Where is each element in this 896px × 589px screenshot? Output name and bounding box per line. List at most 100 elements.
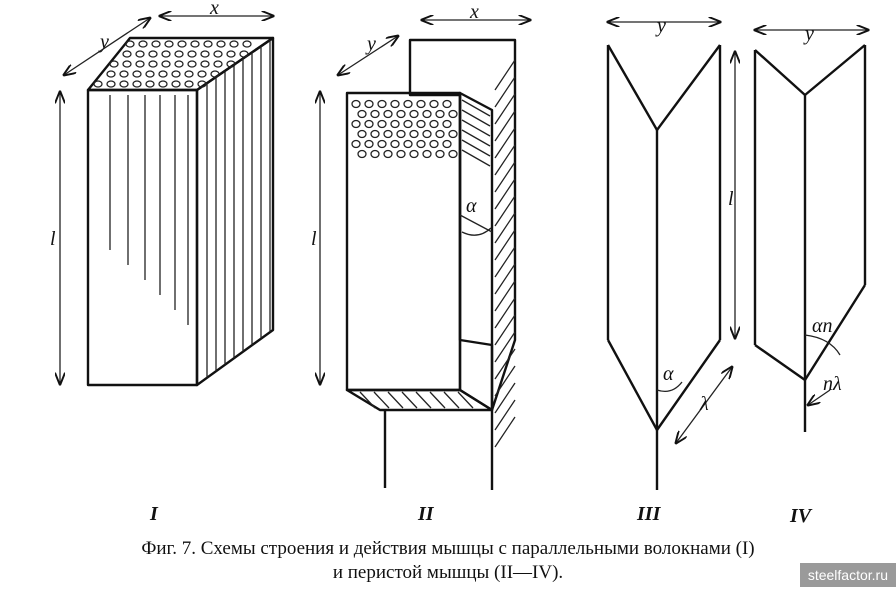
panel-label-ii: II xyxy=(417,503,435,525)
hatch-line xyxy=(494,365,516,397)
fiber-end-circle xyxy=(226,50,236,58)
fiber-end-circle xyxy=(135,50,145,58)
fiber-end-circle xyxy=(135,60,145,68)
alpha-label: α xyxy=(466,195,477,217)
hatch-line xyxy=(494,110,516,142)
fiber-end-circle xyxy=(122,50,132,58)
fiber-end-circle xyxy=(106,70,116,78)
hatch-line xyxy=(494,59,516,91)
hatch-line xyxy=(429,391,446,409)
hatch-line xyxy=(494,127,516,159)
fiber-end-circle xyxy=(210,70,220,78)
caption-line-1: Фиг. 7. Схемы строения и действия мышцы … xyxy=(141,538,755,559)
fiber-end-circle xyxy=(416,139,426,149)
y-arrow xyxy=(64,18,150,75)
hatch-line xyxy=(461,109,491,127)
fiber-end-circle xyxy=(187,50,197,58)
hatch-line xyxy=(494,331,516,363)
fiber-end-circle xyxy=(429,99,439,109)
fiber-end-circle xyxy=(164,40,174,48)
fiber-end-circle xyxy=(138,40,148,48)
fiber-end-circle xyxy=(429,119,439,129)
fiber-end-circle xyxy=(158,70,168,78)
hatch-line xyxy=(461,99,491,117)
hatch-line xyxy=(494,93,516,125)
l-label: l xyxy=(728,188,734,210)
fiber-end-circle xyxy=(396,129,406,139)
fiber-end-circle xyxy=(125,40,135,48)
hatch-line xyxy=(494,195,516,227)
hatch-line xyxy=(494,314,516,346)
fiber-end-circle xyxy=(171,80,181,88)
hatch-line xyxy=(494,212,516,244)
hatch-line xyxy=(494,161,516,193)
panel-iii-pennate-scheme: y l α λ III xyxy=(608,15,735,525)
fiber-end-circle xyxy=(403,139,413,149)
fiber-end-circle xyxy=(229,40,239,48)
hatch-line xyxy=(359,391,376,409)
fiber-end-circle xyxy=(203,40,213,48)
fiber-end-circle xyxy=(351,139,361,149)
hatch-line xyxy=(443,391,460,409)
fiber-end-circle xyxy=(242,40,252,48)
fiber-end-circle xyxy=(151,40,161,48)
panel-label-iii: III xyxy=(636,503,662,525)
hatch-line xyxy=(494,178,516,210)
fiber-end-circle xyxy=(351,119,361,129)
fiber-end-circle xyxy=(190,40,200,48)
hatch-line xyxy=(494,76,516,108)
caption-line-2: и перистой мышцы (II—IV). xyxy=(332,562,564,583)
fiber-end-circle xyxy=(216,40,226,48)
fiber-end-circle xyxy=(184,70,194,78)
hatch-line xyxy=(387,391,404,409)
hatch-line xyxy=(494,246,516,278)
fiber-end-circle xyxy=(161,60,171,68)
fiber-end-circle xyxy=(364,139,374,149)
fiber-end-circle xyxy=(396,109,406,119)
panel-label-i: I xyxy=(149,503,159,525)
alpha-n-label: αn xyxy=(812,315,833,337)
alpha-label: α xyxy=(663,363,674,385)
fiber-end-circle xyxy=(416,119,426,129)
fiber-end-circle xyxy=(383,149,393,159)
fiber-end-circle xyxy=(109,60,119,68)
watermark: steelfactor.ru xyxy=(799,563,896,587)
fiber-end-circle xyxy=(239,50,249,58)
fiber-end-circle xyxy=(409,149,419,159)
fiber-end-circle xyxy=(148,60,158,68)
panel-ii-pennate-block: x y l α II xyxy=(311,1,530,525)
fiber-end-circle xyxy=(145,70,155,78)
fiber-end-circle xyxy=(357,109,367,119)
fiber-end-circle xyxy=(377,119,387,129)
fiber-end-circle xyxy=(442,139,452,149)
panel-iv-pennate-scheme: y αn nλ IV xyxy=(755,23,868,527)
fiber-end-circle xyxy=(197,80,207,88)
y-label: y xyxy=(98,31,109,53)
fiber-end-circle xyxy=(448,109,458,119)
fiber-end-circle xyxy=(377,99,387,109)
fiber-end-circle xyxy=(409,129,419,139)
fiber-end-circle xyxy=(171,70,181,78)
fiber-end-circle xyxy=(161,50,171,58)
fiber-end-circle xyxy=(422,149,432,159)
fiber-end-circle xyxy=(226,60,236,68)
hatch-line xyxy=(461,129,491,147)
fiber-end-circle xyxy=(364,119,374,129)
fiber-end-circle xyxy=(383,109,393,119)
fiber-end-circle xyxy=(184,80,194,88)
hatch-line xyxy=(461,119,491,137)
l-label: l xyxy=(50,228,56,250)
hatch-line xyxy=(494,280,516,312)
fiber-end-circle xyxy=(132,70,142,78)
x-label: x xyxy=(209,0,219,19)
fiber-end-circle xyxy=(187,60,197,68)
hatch-line xyxy=(415,391,432,409)
fiber-end-circle xyxy=(122,60,132,68)
fiber-end-circle xyxy=(200,60,210,68)
fiber-end-circle xyxy=(403,119,413,129)
fiber-end-circle xyxy=(390,119,400,129)
panel-i-parallel-muscle: x y l I xyxy=(50,0,273,525)
fiber-end-circle xyxy=(148,50,158,58)
hatch-line xyxy=(401,391,418,409)
